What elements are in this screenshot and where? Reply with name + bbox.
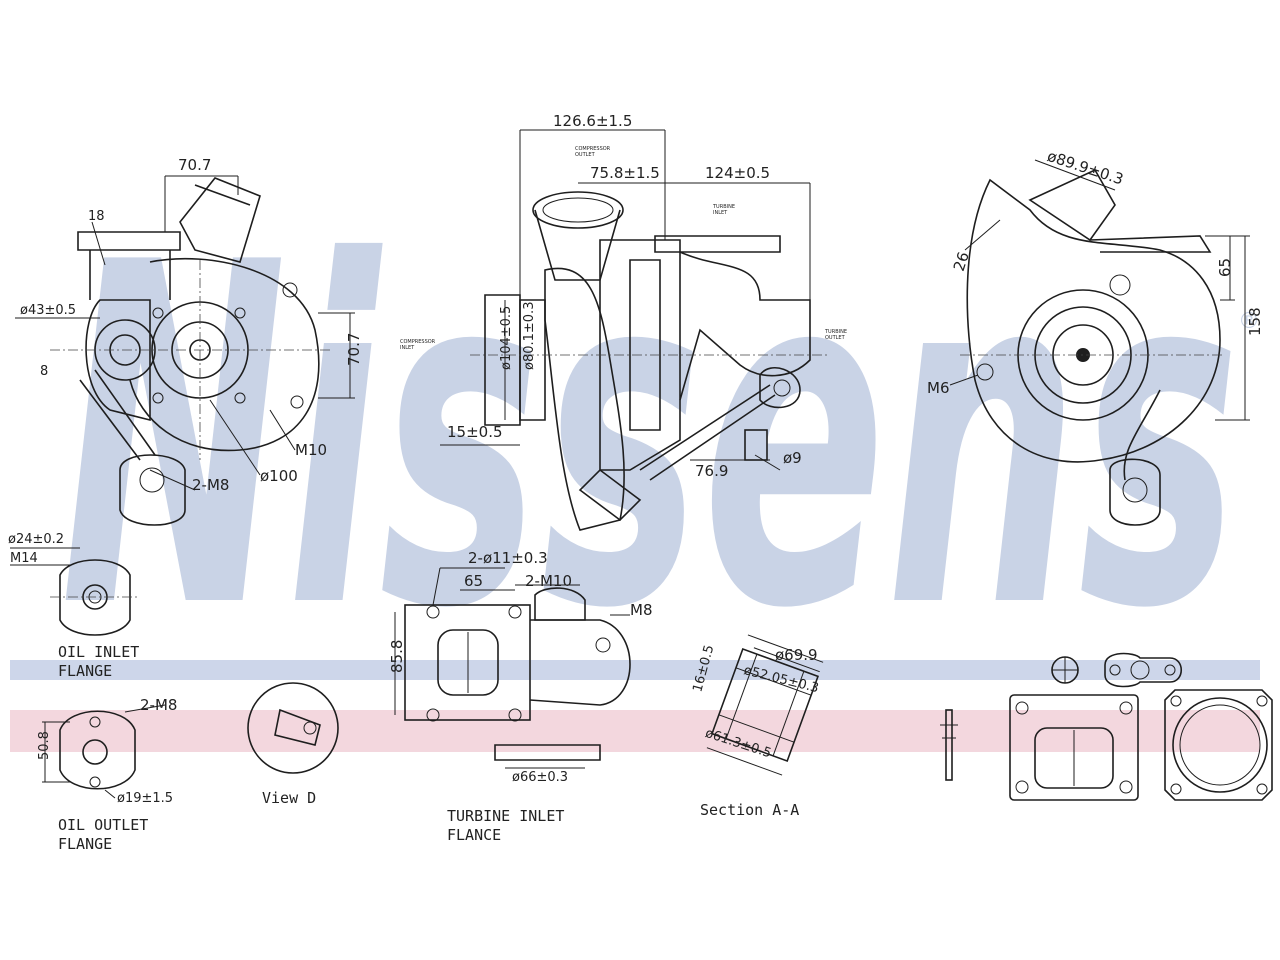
svg-text:OUTLET: OUTLET <box>575 152 596 158</box>
svg-text:OUTLET: OUTLET <box>825 335 846 341</box>
left-view-dimensions: 70.7 18 ø43±0.5 8 70.7 M10 ø100 2-M8 <box>20 156 363 494</box>
oil-inlet-flange: ø24±0.2 M14 OIL INLET FLANGE <box>8 532 140 680</box>
dim-ti-2-dia-11: 2-ø11±0.3 <box>468 549 548 567</box>
dim-ti-m8: M8 <box>630 601 653 619</box>
dim-aa-dia-69-9: ø69.9 <box>775 646 818 664</box>
watermark-band-pink <box>10 710 1260 752</box>
dim-oil-outlet-dia-19: ø19±1.5 <box>117 791 173 806</box>
oil-outlet-caption-line2: FLANGE <box>58 835 112 853</box>
dim-ti-2-m10: 2-M10 <box>525 572 572 590</box>
dim-mid-76-9: 76.9 <box>695 462 728 480</box>
dim-left-70-7-side: 70.7 <box>345 333 363 366</box>
svg-text:INLET: INLET <box>400 345 415 351</box>
svg-text:COMPRESSOR: COMPRESSOR <box>400 339 436 345</box>
dim-left-70-7-top: 70.7 <box>178 156 211 174</box>
dim-mid-dia-104: ø104±0.5 <box>499 306 514 370</box>
dim-left-2-m8: 2-M8 <box>192 476 229 494</box>
dim-mid-75-8: 75.8±1.5 <box>590 164 660 182</box>
dim-mid-124: 124±0.5 <box>705 164 770 182</box>
dim-left-m10: M10 <box>295 441 327 459</box>
dim-mid-dia-9: ø9 <box>783 449 802 467</box>
dim-right-26: 26 <box>950 250 973 274</box>
dim-oil-inlet-dia-24: ø24±0.2 <box>8 532 64 547</box>
registered-mark: ® <box>1238 309 1260 334</box>
dim-oil-outlet-2-m8: 2-M8 <box>140 696 177 714</box>
section-aa-caption: Section A-A <box>700 801 799 819</box>
middle-view-dimensions: 126.6±1.5 75.8±1.5 124±0.5 ø104±0.5 ø80.… <box>447 112 802 480</box>
dim-oil-outlet-50-8: 50.8 <box>37 731 52 760</box>
oil-outlet-flange: 2-M8 50.8 ø19±1.5 OIL OUTLET FLANGE <box>37 696 177 853</box>
watermark-text: Nissens <box>60 164 1240 711</box>
oil-outlet-caption-line1: OIL OUTLET <box>58 816 148 834</box>
dim-ti-85-8: 85.8 <box>388 640 406 673</box>
oil-inlet-caption-line2: FLANGE <box>58 662 112 680</box>
gasket-parts <box>940 652 1273 801</box>
watermark-band-blue <box>10 660 1260 680</box>
dim-mid-15: 15±0.5 <box>447 423 503 441</box>
turbine-inlet-caption-line2: FLANCE <box>447 826 501 844</box>
dim-ti-dia-66: ø66±0.3 <box>512 770 568 785</box>
dim-mid-126-6: 126.6±1.5 <box>553 112 632 130</box>
svg-text:COMPRESSOR: COMPRESSOR <box>575 146 611 152</box>
left-view <box>15 175 355 526</box>
dim-left-dia-43: ø43±0.5 <box>20 303 76 318</box>
view-d: View D <box>247 682 339 807</box>
dim-ti-65: 65 <box>464 572 483 590</box>
right-view <box>949 159 1250 526</box>
dim-left-8: 8 <box>40 364 48 379</box>
dim-right-65: 65 <box>1216 258 1234 277</box>
oil-inlet-caption-line1: OIL INLET <box>58 643 139 661</box>
svg-text:INLET: INLET <box>713 210 728 216</box>
dim-left-18: 18 <box>88 209 105 224</box>
view-d-caption: View D <box>262 789 316 807</box>
turbine-inlet-caption-line1: TURBINE INLET <box>447 807 564 825</box>
dim-left-dia-100: ø100 <box>260 467 298 485</box>
dim-oil-inlet-m14: M14 <box>10 551 38 566</box>
dim-right-m6: M6 <box>927 379 950 397</box>
svg-text:TURBINE: TURBINE <box>712 204 735 210</box>
turbine-inlet-flange: 2-ø11±0.3 65 2-M10 M8 85.8 ø66±0.3 TURBI… <box>388 549 653 844</box>
svg-text:TURBINE: TURBINE <box>824 329 847 335</box>
dim-mid-dia-80-1: ø80.1±0.3 <box>522 302 537 370</box>
dim-right-158: 158 <box>1246 307 1264 336</box>
middle-view: COMPRESSOR OUTLET TURBINE INLET COMPRESS… <box>400 129 847 531</box>
